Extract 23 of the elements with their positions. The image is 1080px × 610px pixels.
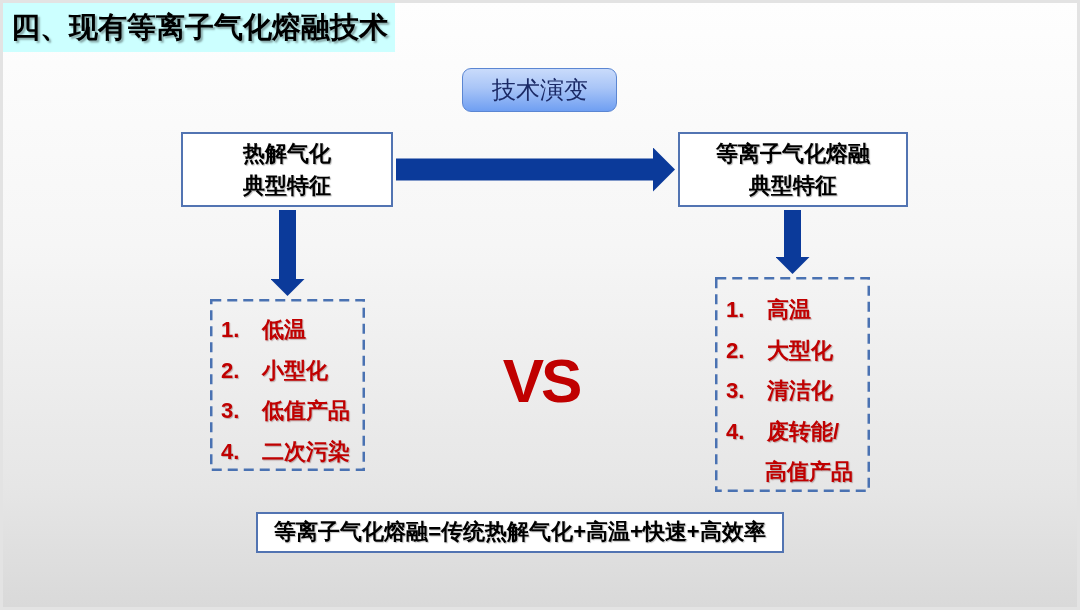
dashed-box [210, 299, 365, 471]
heading-box [678, 132, 908, 207]
dashed-box [715, 277, 870, 492]
list-item: 4. 二次污染 [221, 437, 351, 466]
block-arrow [775, 210, 810, 274]
block-arrow [270, 210, 305, 296]
vs-text: VS [502, 350, 580, 412]
heading-text: 热解气化典型特征 [241, 139, 332, 200]
slide-title: 四、现有等离子气化熔融技术 [3, 3, 395, 52]
list-item: 3. 低值产品 [221, 397, 351, 425]
summary-box [256, 512, 784, 553]
summary-text: 等离子气化熔融=传统热解气化+高温+快速+高效率 [274, 519, 766, 546]
list-item: 2. 大型化 [726, 336, 834, 365]
stage-label: 技术演变 [491, 76, 588, 104]
list-item: 1. 低温 [221, 316, 307, 344]
list-item: 4. 废转能/高值产品 [726, 417, 854, 486]
list-item: 2. 小型化 [221, 356, 329, 385]
heading-text: 等离子气化熔融典型特征 [715, 139, 871, 200]
list-item: 3. 清洁化 [726, 377, 834, 405]
block-arrow [396, 147, 675, 192]
rounded-box [462, 68, 617, 112]
heading-box [181, 132, 393, 207]
list-item: 1. 高温 [726, 296, 812, 324]
